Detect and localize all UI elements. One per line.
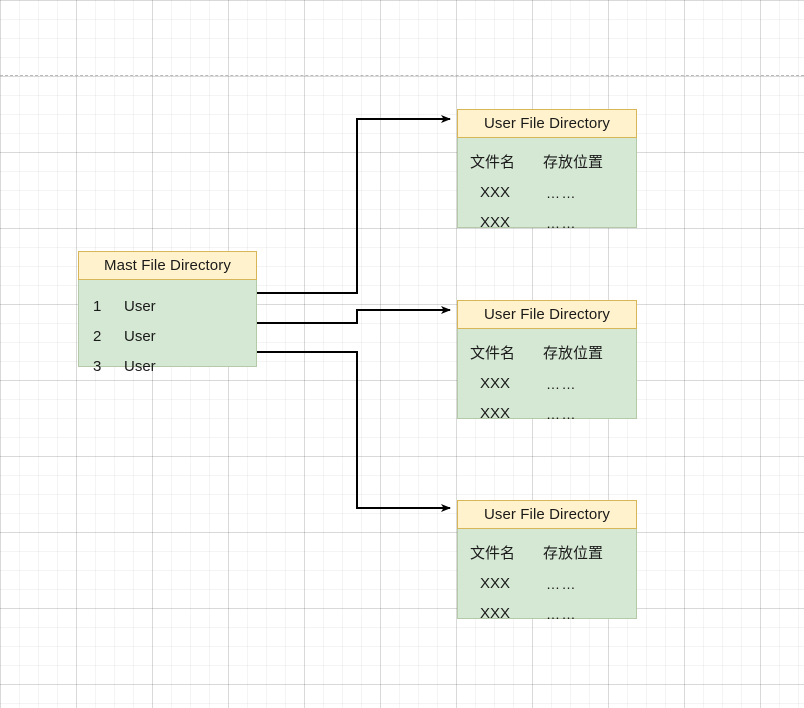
table-header-row: 文件名 存放位置 — [458, 539, 636, 569]
cell-filename: XXX — [480, 605, 511, 622]
connector-master-row2 — [257, 306, 451, 324]
cell-filename: XXX — [480, 575, 511, 592]
connector-master-row1 — [257, 115, 451, 294]
column-header-location: 存放位置 — [543, 345, 604, 362]
cell-filename: XXX — [480, 184, 511, 201]
column-header-filename: 文件名 — [470, 154, 516, 171]
cell-filename: XXX — [480, 214, 511, 231]
column-header-filename: 文件名 — [470, 345, 516, 362]
cell-location: …… — [546, 406, 577, 422]
cell-location: …… — [546, 576, 577, 592]
master-row-value: User — [124, 328, 156, 345]
node-user-body: 文件名 存放位置 XXX …… XXX …… — [458, 138, 636, 231]
cell-filename: XXX — [480, 405, 511, 422]
node-user-file-directory-1[interactable]: User File Directory 文件名 存放位置 XXX …… XXX … — [457, 109, 637, 231]
node-master-header: Mast File Directory — [78, 251, 257, 280]
master-row-value: User — [124, 298, 156, 315]
master-row-index: 1 — [93, 298, 102, 315]
table-row: XXX …… — [458, 399, 636, 429]
page-boundary-guide — [0, 75, 804, 76]
cell-location: …… — [546, 376, 577, 392]
table-header-row: 文件名 存放位置 — [458, 339, 636, 369]
master-row-index: 3 — [93, 358, 102, 375]
cell-location: …… — [546, 215, 577, 231]
table-row: 3 User — [79, 352, 256, 382]
cell-location: …… — [546, 606, 577, 622]
node-user-file-directory-3[interactable]: User File Directory 文件名 存放位置 XXX …… XXX … — [457, 500, 637, 622]
table-row: 1 User — [79, 292, 256, 322]
master-row-value: User — [124, 358, 156, 375]
cell-location: …… — [546, 185, 577, 201]
node-master-file-directory[interactable]: Mast File Directory 1 User 2 User 3 User — [78, 251, 257, 375]
table-row: XXX …… — [458, 208, 636, 238]
table-header-row: 文件名 存放位置 — [458, 148, 636, 178]
node-user-header: User File Directory — [457, 300, 637, 329]
node-user-file-directory-2[interactable]: User File Directory 文件名 存放位置 XXX …… XXX … — [457, 300, 637, 422]
table-row: XXX …… — [458, 178, 636, 208]
cell-filename: XXX — [480, 375, 511, 392]
column-header-filename: 文件名 — [470, 545, 516, 562]
column-header-location: 存放位置 — [543, 545, 604, 562]
node-user-body: 文件名 存放位置 XXX …… XXX …… — [458, 329, 636, 422]
table-row: 2 User — [79, 322, 256, 352]
node-master-body: 1 User 2 User 3 User — [79, 280, 256, 375]
master-row-index: 2 — [93, 328, 102, 345]
column-header-location: 存放位置 — [543, 154, 604, 171]
table-row: XXX …… — [458, 569, 636, 599]
node-user-header: User File Directory — [457, 109, 637, 138]
node-user-body: 文件名 存放位置 XXX …… XXX …… — [458, 529, 636, 622]
connector-master-row3 — [257, 351, 451, 512]
table-row: XXX …… — [458, 599, 636, 629]
table-row: XXX …… — [458, 369, 636, 399]
node-user-header: User File Directory — [457, 500, 637, 529]
